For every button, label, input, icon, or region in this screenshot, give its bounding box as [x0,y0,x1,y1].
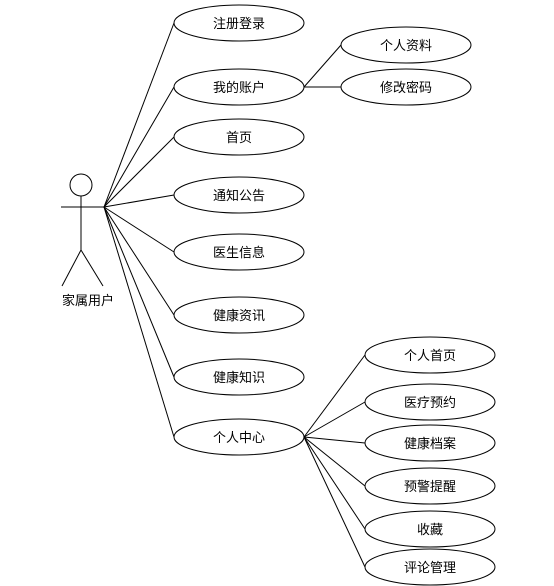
association-line [303,436,366,444]
use-case-label: 首页 [226,131,252,146]
association-line [103,86,175,208]
association-line [303,436,366,487]
use-case-health-news[interactable]: 健康资讯 [173,296,305,334]
association-lines [103,22,366,568]
association-line [303,436,366,568]
association-line [103,194,175,208]
use-case-label: 收藏 [417,523,443,538]
use-case-label: 医疗预约 [404,396,456,411]
use-case-register[interactable]: 注册登录 [173,4,305,42]
association-line [303,401,366,438]
actor-head [69,173,93,197]
use-case-health-records[interactable]: 健康档案 [364,424,496,462]
use-case-alert[interactable]: 预警提醒 [364,467,496,505]
association-line [303,44,342,88]
use-case-my-account[interactable]: 我的账户 [173,68,305,106]
use-case-label: 个人中心 [213,431,265,446]
use-case-comments[interactable]: 评论管理 [364,548,496,586]
use-case-doctor-info[interactable]: 医生信息 [173,233,305,271]
use-case-label: 修改密码 [380,80,432,96]
association-line [103,206,175,438]
use-case-label: 医生信息 [213,245,265,261]
use-case-change-password[interactable]: 修改密码 [340,68,472,106]
actor [61,173,104,287]
use-case-profile[interactable]: 个人资料 [340,26,472,64]
use-case-label: 健康档案 [404,436,456,452]
association-line [103,22,175,208]
actor-left-leg [61,249,82,287]
association-line [103,206,175,378]
association-line [103,206,175,316]
association-line [303,436,366,530]
use-case-label: 个人首页 [404,349,456,364]
use-case-label: 健康知识 [213,370,265,386]
actor-right-leg [80,249,104,287]
use-case-notices[interactable]: 通知公告 [173,176,305,214]
association-line [103,206,175,253]
association-line [103,136,175,208]
use-case-label: 评论管理 [404,561,456,576]
use-case-label: 通知公告 [213,188,265,204]
use-case-favorites[interactable]: 收藏 [364,510,496,548]
use-case-health-knowledge[interactable]: 健康知识 [173,358,305,396]
use-case-appointment[interactable]: 医疗预约 [364,383,496,421]
use-case-personal-center[interactable]: 个人中心 [173,418,305,456]
use-case-label: 个人资料 [380,39,432,54]
use-case-label: 健康资讯 [213,308,265,324]
actor-label: 家属用户 [62,293,114,309]
use-case-label: 预警提醒 [404,479,456,495]
use-case-home[interactable]: 首页 [173,118,305,156]
use-case-label: 我的账户 [213,80,265,96]
use-case-personal-home[interactable]: 个人首页 [364,336,496,374]
association-line [303,354,366,438]
use-case-label: 注册登录 [213,17,265,32]
